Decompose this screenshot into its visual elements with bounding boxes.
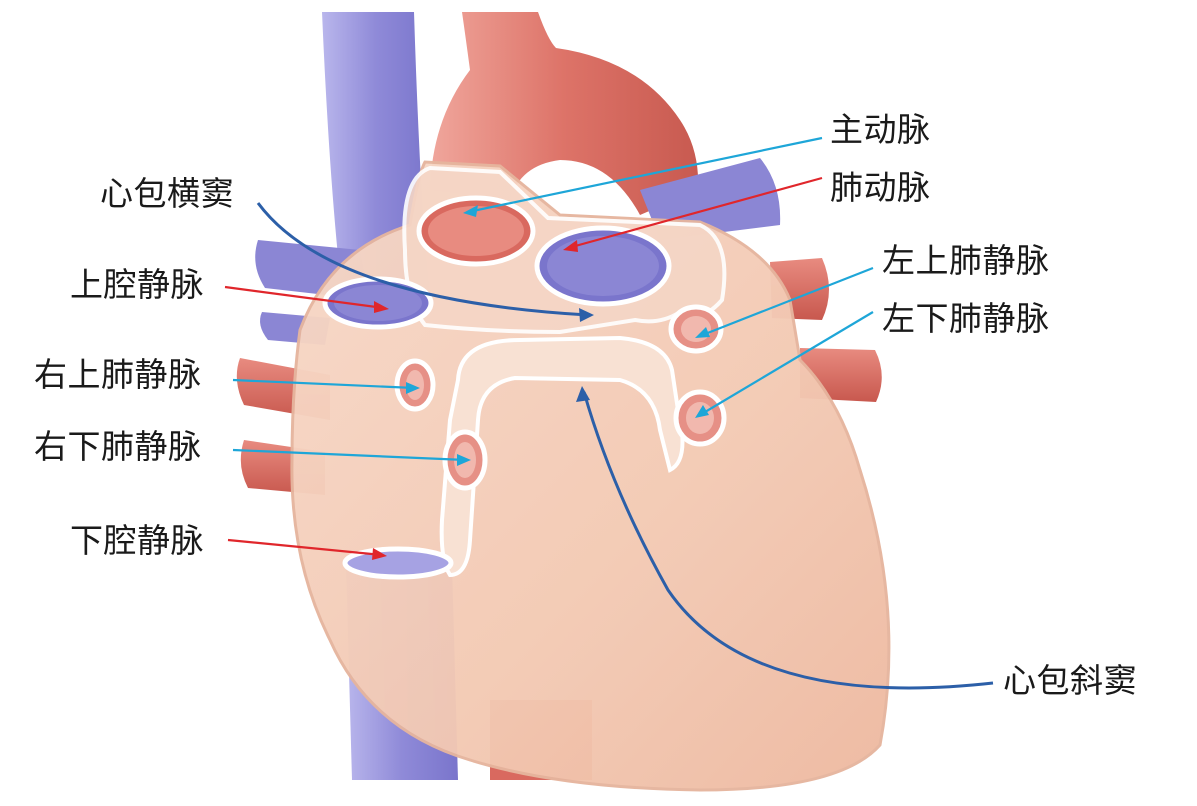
rspv-lumen xyxy=(406,370,424,400)
arrowhead-aorta xyxy=(463,205,478,217)
lipv-lumen xyxy=(686,402,714,434)
oblique-sinus-area xyxy=(439,335,685,578)
arrowhead-right-inferior-pv xyxy=(457,454,471,466)
pointer-oblique-sinus xyxy=(582,391,994,690)
arrowhead-transverse-sinus xyxy=(579,308,594,322)
label-superior-vena-cava: 上腔静脉 xyxy=(70,265,204,304)
label-transverse-sinus: 心包横窦 xyxy=(100,174,234,213)
pointer-inferior-vena-cava xyxy=(227,538,383,557)
pointer-aorta xyxy=(467,136,823,214)
aorta-vessel xyxy=(430,12,699,215)
arrowhead-oblique-sinus xyxy=(576,386,590,402)
arrowhead-superior-vena-cava xyxy=(374,301,389,313)
arrowhead-pulmonary-artery xyxy=(563,240,578,252)
label-pulmonary-artery: 肺动脉 xyxy=(830,168,931,207)
pointer-pulmonary-artery xyxy=(567,176,823,250)
label-right-superior-pulmonary-vein: 右上肺静脉 xyxy=(34,355,202,394)
pointer-right-inferior-pv xyxy=(232,448,467,462)
svc-lumen xyxy=(334,285,422,321)
aorta-lumen xyxy=(428,206,524,256)
pointer-right-superior-pv xyxy=(232,378,416,390)
pointer-left-superior-pv xyxy=(699,266,874,338)
arrowhead-inferior-vena-cava xyxy=(372,548,387,560)
pulmonary-artery-lumen xyxy=(547,236,659,296)
arrowhead-right-superior-pv xyxy=(406,382,420,394)
arrowhead-left-inferior-pv xyxy=(695,405,709,418)
label-left-inferior-pulmonary-vein: 左下肺静脉 xyxy=(882,299,1050,338)
arrowhead-left-superior-pv xyxy=(695,327,710,338)
label-aorta: 主动脉 xyxy=(830,110,931,149)
inferior-vena-cava-opening xyxy=(342,546,454,580)
label-left-superior-pulmonary-vein: 左上肺静脉 xyxy=(882,241,1050,280)
pointer-superior-vena-cava xyxy=(224,285,385,310)
label-oblique-sinus: 心包斜窦 xyxy=(1003,661,1137,700)
label-inferior-vena-cava: 下腔静脉 xyxy=(70,521,204,560)
pointer-left-inferior-pv xyxy=(699,311,874,416)
label-right-inferior-pulmonary-vein: 右下肺静脉 xyxy=(34,427,202,466)
pointer-transverse-sinus xyxy=(256,202,589,317)
